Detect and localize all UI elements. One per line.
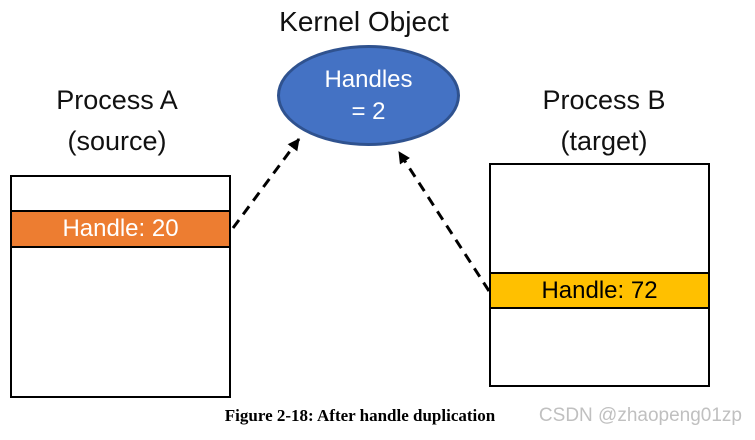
kernel-object-ellipse: Handles = 2 bbox=[277, 45, 460, 146]
arrow-a-to-kernel-icon bbox=[231, 138, 301, 229]
process-b-box: Handle: 72 bbox=[489, 163, 710, 387]
process-b-subtitle: (target) bbox=[560, 125, 648, 156]
process-a-handle-band: Handle: 20 bbox=[12, 210, 229, 248]
process-a-box: Handle: 20 bbox=[10, 175, 231, 398]
figure-caption: Figure 2-18: After handle duplication bbox=[224, 406, 496, 425]
process-a-label: Process A (source) bbox=[56, 80, 178, 161]
kernel-object-title: Kernel Object bbox=[279, 6, 449, 37]
arrow-b-to-kernel-icon bbox=[397, 151, 491, 292]
watermark-text: CSDN @zhaopeng01zp bbox=[538, 405, 742, 426]
process-b-handle-band: Handle: 72 bbox=[491, 272, 708, 309]
process-a-title: Process A bbox=[56, 85, 178, 115]
process-b-title: Process B bbox=[542, 85, 666, 115]
kernel-handles-line2: = 2 bbox=[351, 97, 386, 125]
process-a-subtitle: (source) bbox=[67, 125, 167, 156]
process-b-label: Process B (target) bbox=[542, 80, 665, 161]
kernel-handles-line1: Handles bbox=[324, 66, 413, 94]
